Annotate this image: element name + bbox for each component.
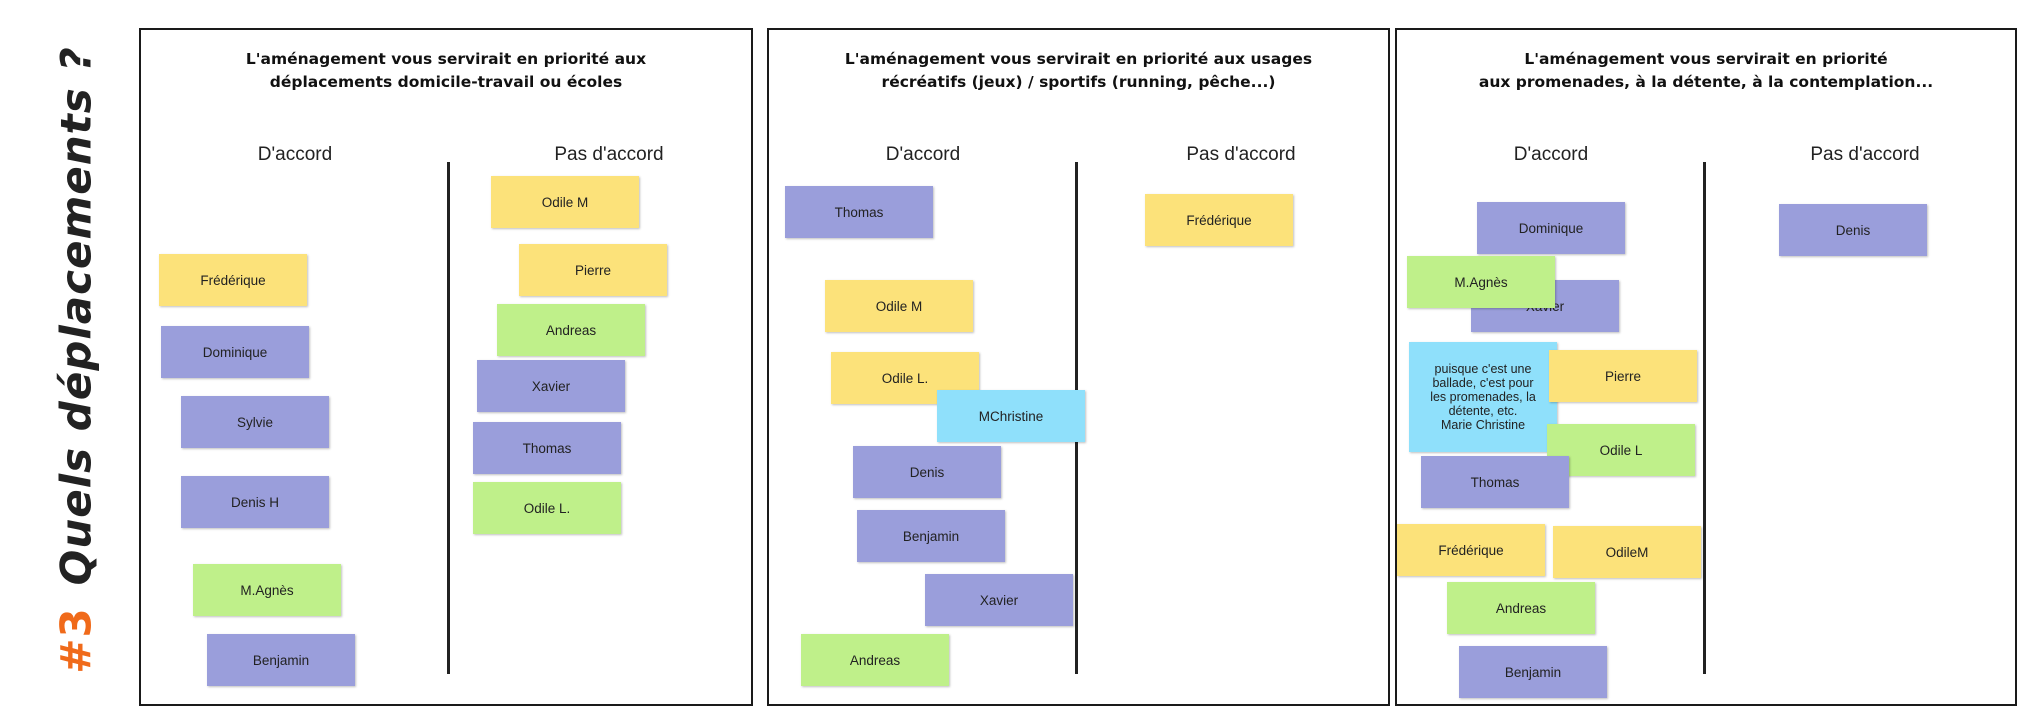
sticky-note[interactable]: M.Agnès — [193, 564, 341, 616]
sticky-note[interactable]: Andreas — [497, 304, 645, 356]
agree-header: D'accord — [257, 144, 333, 165]
sticky-note[interactable]: Frédérique — [159, 254, 307, 306]
sticky-note[interactable]: Frédérique — [1145, 194, 1293, 246]
sticky-note[interactable]: Sylvie — [181, 396, 329, 448]
sticky-note[interactable]: Benjamin — [857, 510, 1005, 562]
sticky-note[interactable]: Odile L — [1547, 424, 1695, 476]
panel-recreation: L'aménagement vous servirait en priorité… — [767, 28, 1390, 706]
sticky-note[interactable]: Andreas — [1447, 582, 1595, 634]
sticky-note[interactable]: Thomas — [1421, 456, 1569, 508]
panel-title: L'aménagement vous servirait en priorité… — [844, 50, 1313, 91]
sticky-note[interactable]: Frédérique — [1397, 524, 1545, 576]
agree-header: D'accord — [885, 144, 961, 165]
column-divider — [447, 162, 450, 674]
sticky-note[interactable]: Pierre — [519, 244, 667, 296]
sticky-note[interactable]: Benjamin — [1459, 646, 1607, 698]
board-title: #3 Quels déplacements ? — [52, 46, 101, 673]
sticky-note[interactable]: Odile M — [825, 280, 973, 332]
sticky-note[interactable]: Pierre — [1549, 350, 1697, 402]
board-number: #3 — [51, 607, 101, 674]
sticky-note[interactable]: MChristine — [937, 390, 1085, 442]
sticky-note[interactable]: Xavier — [925, 574, 1073, 626]
sticky-note[interactable]: OdileM — [1553, 526, 1701, 578]
sticky-note[interactable]: Denis — [853, 446, 1001, 498]
sticky-note[interactable]: Benjamin — [207, 634, 355, 686]
panel-promenade: L'aménagement vous servirait en priorité… — [1395, 28, 2017, 706]
sticky-note[interactable]: Odile L. — [473, 482, 621, 534]
sticky-note[interactable]: Thomas — [473, 422, 621, 474]
panel-title: L'aménagement vous servirait en priorité… — [245, 50, 647, 91]
sticky-note[interactable]: Andreas — [801, 634, 949, 686]
disagree-header: Pas d'accord — [1810, 144, 1920, 165]
disagree-header: Pas d'accord — [554, 144, 664, 165]
sticky-note[interactable]: Denis H — [181, 476, 329, 528]
sticky-note[interactable]: M.Agnès — [1407, 256, 1555, 308]
board-question: Quels déplacements ? — [51, 46, 101, 586]
disagree-header: Pas d'accord — [1186, 144, 1296, 165]
sticky-note[interactable]: Odile M — [491, 176, 639, 228]
sticky-note[interactable]: puisque c'est une ballade, c'est pour le… — [1409, 342, 1557, 452]
sticky-note[interactable]: Dominique — [1477, 202, 1625, 254]
sticky-note[interactable]: Xavier — [477, 360, 625, 412]
panel-title: L'aménagement vous servirait en priorité… — [1478, 50, 1934, 91]
column-divider — [1703, 162, 1706, 674]
sticky-note[interactable]: Denis — [1779, 204, 1927, 256]
sticky-note[interactable]: Thomas — [785, 186, 933, 238]
sticky-note[interactable]: Dominique — [161, 326, 309, 378]
panel-commute: L'aménagement vous servirait en priorité… — [139, 28, 753, 706]
agree-header: D'accord — [1513, 144, 1589, 165]
